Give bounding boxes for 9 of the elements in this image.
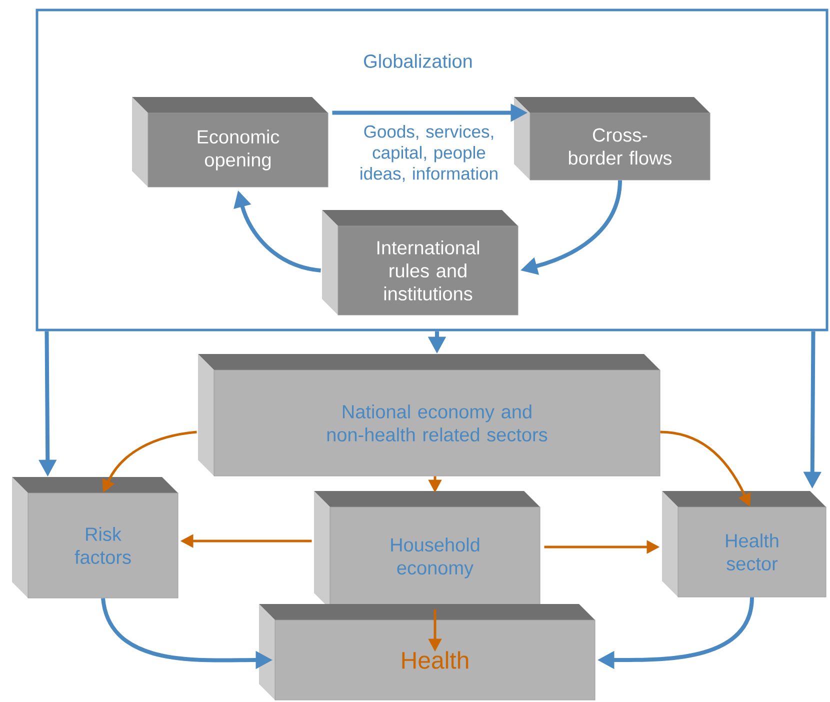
box-3d: Economic opening (132, 97, 328, 188)
box-3d: Health sector (662, 491, 826, 598)
box-3d: Household economy (314, 491, 540, 610)
box-3d: Risk factors (12, 477, 178, 598)
box-3d: Health (259, 604, 596, 700)
box-3d: National economy and non-health related sectors (198, 354, 660, 476)
edge-label: Goods, services, capital, people ideas, information (360, 124, 498, 182)
box-3d: Cross-border flows (514, 97, 710, 180)
box-3d: International rules and institutions (322, 210, 518, 316)
